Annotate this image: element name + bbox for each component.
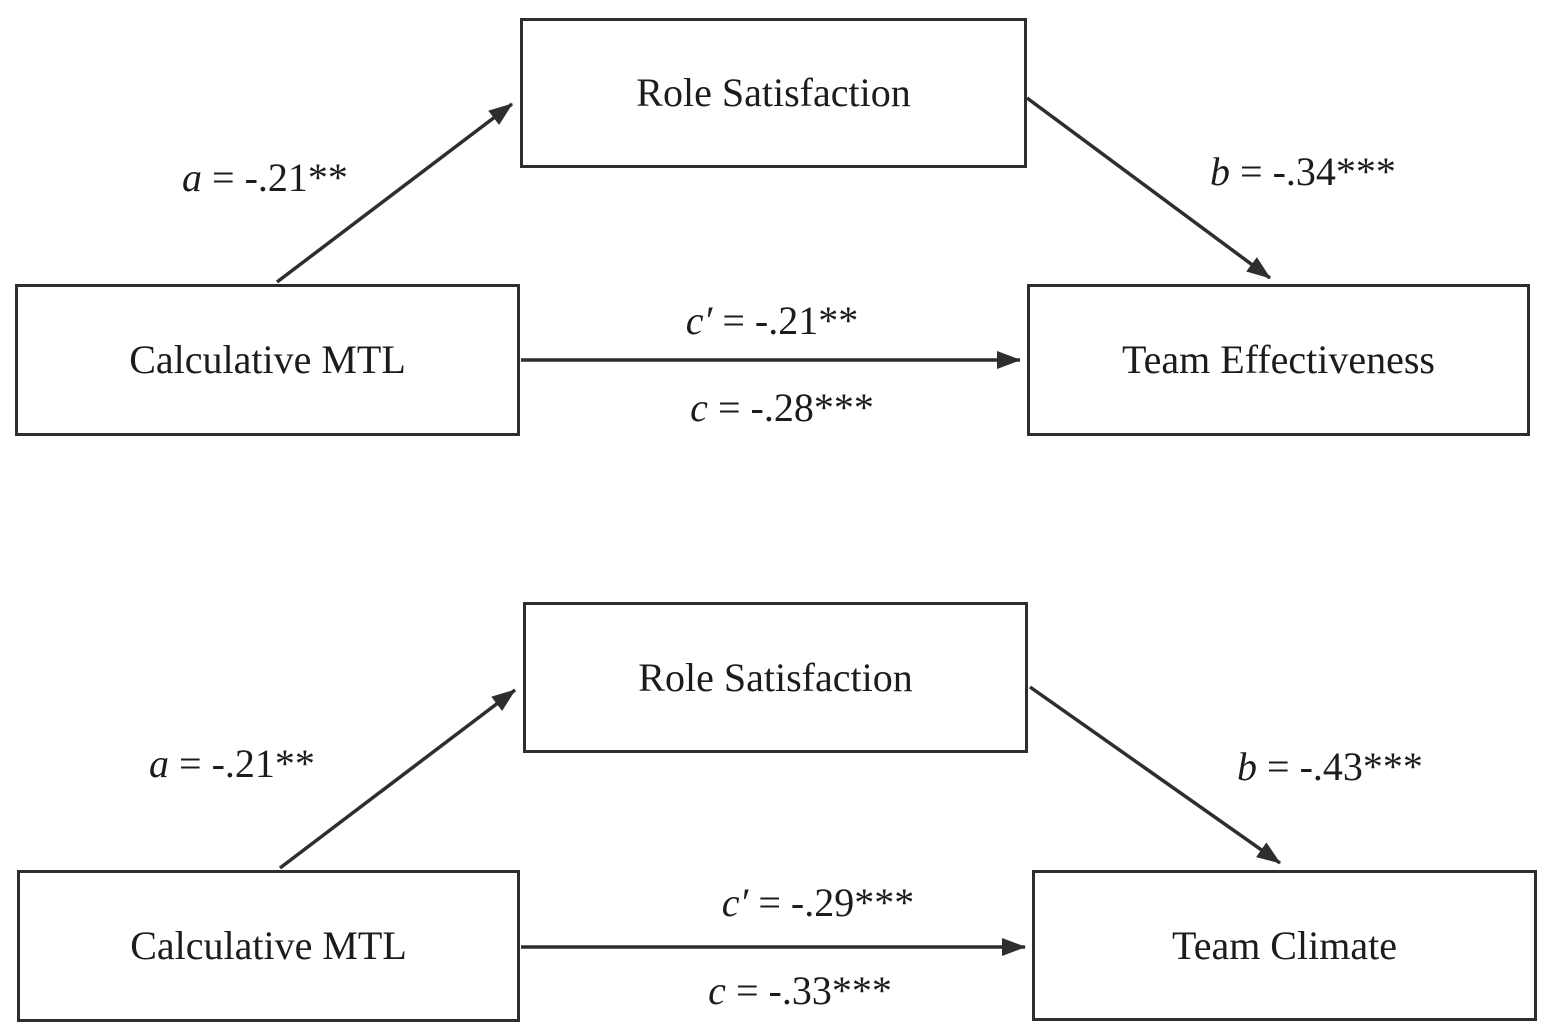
d2-path-c-prime-symbol: c′ — [721, 880, 749, 925]
d2-mediator-box: Role Satisfaction — [523, 602, 1028, 753]
d1-path-b-label: b = -.34*** — [1210, 152, 1396, 192]
d1-mediator-label: Role Satisfaction — [636, 70, 911, 115]
d2-path-b-value: = -.43*** — [1257, 744, 1423, 789]
d1-path-b-value: = -.34*** — [1230, 149, 1396, 194]
d2-path-c-prime-label: c′ = -.29*** — [722, 883, 914, 923]
d1-outcome-box: Team Effectiveness — [1027, 284, 1530, 436]
d2-path-b-arrow — [1028, 685, 1282, 865]
d2-path-c-value: = -.33*** — [725, 968, 892, 1013]
d1-predictor-box: Calculative MTL — [15, 284, 520, 436]
d1-path-c-prime-symbol: c′ — [685, 298, 713, 343]
d1-path-c-label: c = -.28*** — [690, 388, 874, 428]
d2-path-c-label: c = -.33*** — [708, 971, 892, 1011]
d2-predictor-box: Calculative MTL — [17, 870, 520, 1022]
d1-outcome-label: Team Effectiveness — [1122, 337, 1435, 382]
d1-path-a-arrow — [275, 102, 514, 284]
d1-path-a-label: a = -.21** — [182, 158, 348, 198]
d1-mediator-box: Role Satisfaction — [520, 18, 1027, 168]
d1-path-b-arrow — [1025, 96, 1272, 280]
d2-path-a-value: = -.21** — [169, 741, 315, 786]
d2-path-a-label: a = -.21** — [149, 744, 315, 784]
d1-path-c-value: = -.28*** — [707, 385, 874, 430]
d2-path-a-symbol: a — [149, 741, 170, 786]
d2-outcome-box: Team Climate — [1032, 870, 1537, 1021]
d1-path-c-symbol: c — [690, 385, 708, 430]
d2-path-c-prime-value: = -.29*** — [748, 880, 915, 925]
d2-path-c-symbol: c — [708, 968, 726, 1013]
d1-path-a-symbol: a — [182, 155, 203, 200]
d2-path-b-symbol: b — [1237, 744, 1258, 789]
d1-path-a-value: = -.21** — [202, 155, 348, 200]
d2-path-b-label: b = -.43*** — [1237, 747, 1423, 787]
d2-predictor-label: Calculative MTL — [130, 923, 407, 968]
d2-mediator-label: Role Satisfaction — [638, 654, 913, 700]
d1-path-c-prime-label: c′ = -.21** — [686, 301, 858, 341]
d1-path-b-symbol: b — [1210, 149, 1231, 194]
d1-predictor-label: Calculative MTL — [129, 337, 406, 382]
d2-path-a-arrow — [278, 688, 517, 870]
d1-path-c-prime-value: = -.21** — [712, 298, 859, 343]
d2-outcome-label: Team Climate — [1172, 922, 1397, 968]
